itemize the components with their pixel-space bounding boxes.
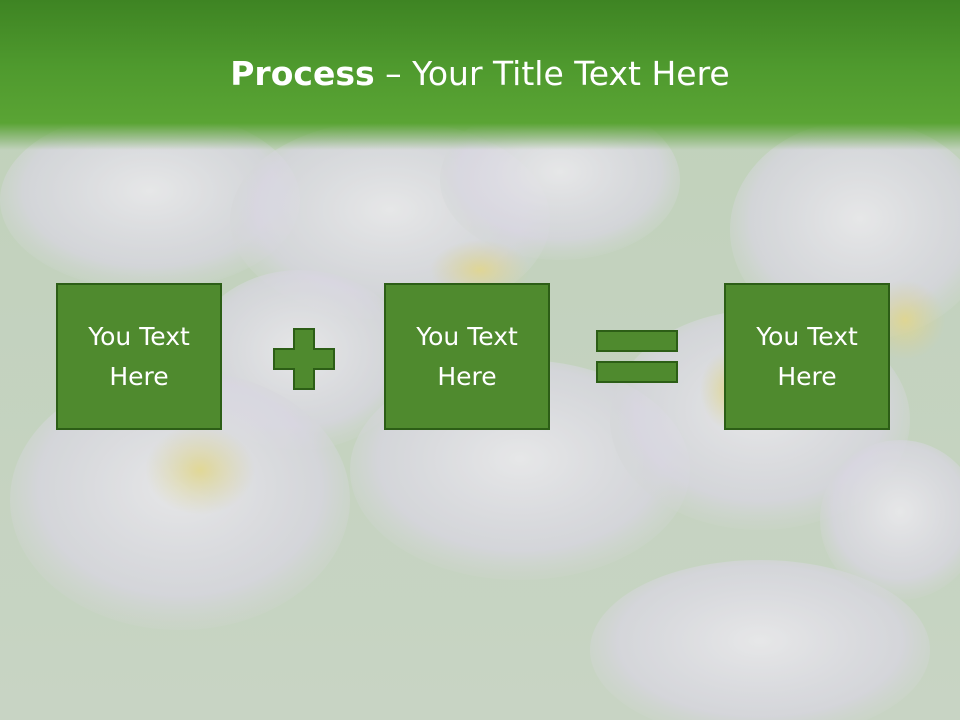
title-bold: Process	[230, 54, 375, 93]
equals-icon	[596, 330, 678, 383]
slide-title: Process – Your Title Text Here	[0, 52, 960, 96]
title-rest: – Your Title Text Here	[374, 54, 730, 93]
process-box-2-text: You Text Here	[416, 321, 518, 391]
title-bar	[0, 0, 960, 150]
process-box-1-text: You Text Here	[88, 321, 190, 391]
process-box-result[interactable]: You Text Here	[724, 283, 890, 430]
process-box-result-text: You Text Here	[756, 321, 858, 391]
process-box-1[interactable]: You Text Here	[56, 283, 222, 430]
plus-icon	[273, 328, 335, 390]
process-box-2[interactable]: You Text Here	[384, 283, 550, 430]
